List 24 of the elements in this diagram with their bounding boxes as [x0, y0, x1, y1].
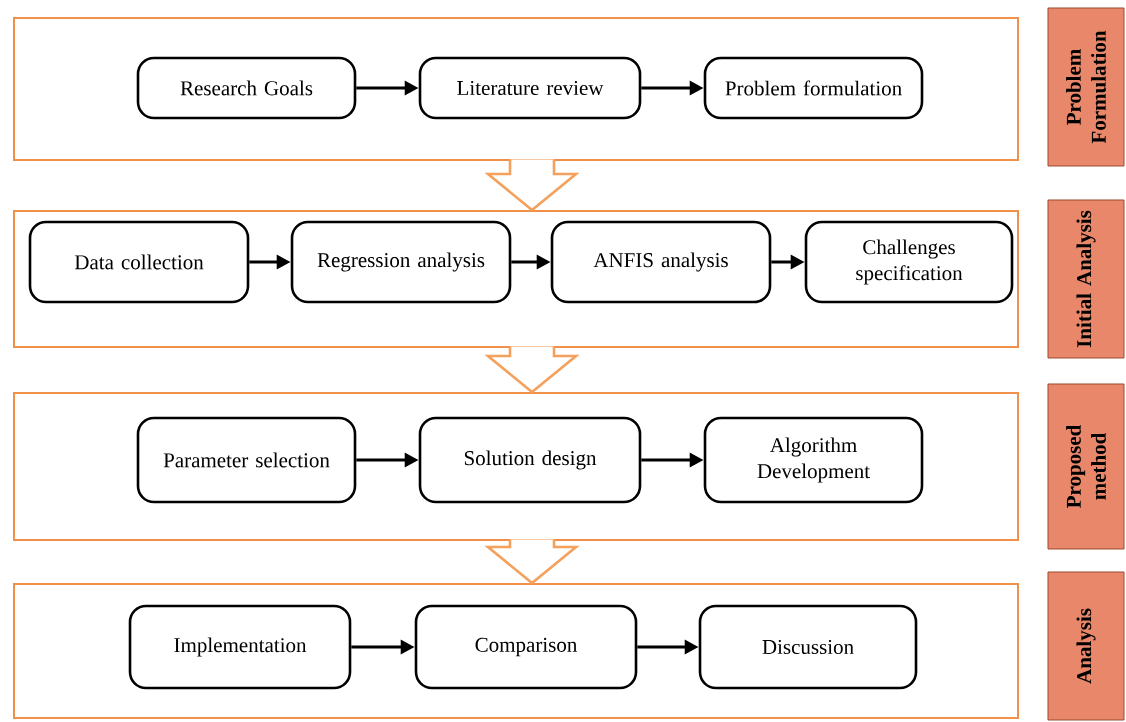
process-box: Data collection — [28, 220, 250, 304]
process-box: ANFIS analysis — [550, 220, 772, 304]
block-arrow — [484, 538, 580, 585]
stage-panel — [13, 392, 1019, 541]
process-box: Comparison — [414, 604, 638, 690]
stage-panel — [13, 17, 1019, 161]
block-arrow — [484, 345, 580, 394]
block-arrow — [484, 158, 580, 212]
process-box: Algorithm Development — [703, 416, 924, 504]
stage-panel — [13, 210, 1019, 348]
process-box: Research Goals — [136, 56, 357, 120]
stage-tab: Problem Formulation — [1047, 7, 1125, 167]
process-box: Solution design — [418, 416, 642, 504]
process-box: Regression analysis — [290, 220, 512, 304]
process-box: Challenges specification — [804, 220, 1014, 304]
stage-tab: Initial Analysis — [1047, 199, 1125, 359]
stage-tab: Analysis — [1047, 571, 1125, 721]
process-box: Parameter selection — [136, 416, 357, 504]
process-box: Discussion — [698, 604, 918, 690]
process-box: Implementation — [128, 604, 352, 690]
stage-tab: Proposed method — [1047, 383, 1125, 550]
process-box: Literature review — [418, 56, 642, 120]
stage-panel — [13, 583, 1019, 719]
process-box: Problem formulation — [703, 56, 924, 120]
